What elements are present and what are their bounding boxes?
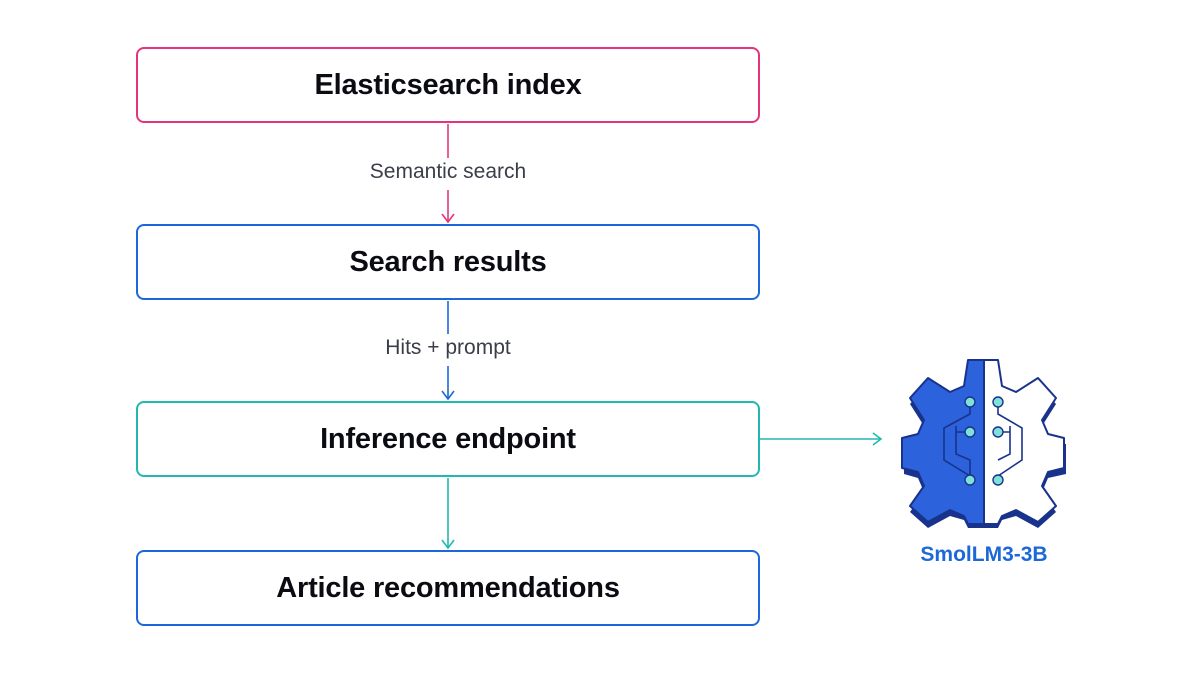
semantic-search-label: Semantic search <box>369 160 527 183</box>
gear-left-half <box>901 359 985 525</box>
model-name-label: SmolLM3-3B <box>920 543 1048 566</box>
arrowhead-es-to-results <box>441 213 455 224</box>
article-recommendations-label: Article recommendations <box>276 571 620 604</box>
inference-endpoint-node: Inference endpoint <box>136 401 760 477</box>
gear-right-half <box>983 359 1065 525</box>
search-results-label: Search results <box>349 245 547 278</box>
elasticsearch-index-node: Elasticsearch index <box>136 47 760 123</box>
arrowhead-inference-to-articles <box>441 539 455 550</box>
gear-brain-circuit-icon <box>901 359 1066 528</box>
arrowhead-results-to-inference <box>441 390 455 401</box>
arrowhead-inference-to-model <box>872 432 883 446</box>
circuit-node-dot <box>964 426 976 438</box>
circuit-node-dot <box>992 426 1004 438</box>
search-results-node: Search results <box>136 224 760 300</box>
circuit-node-dot <box>964 396 976 408</box>
circuit-node-dot <box>992 474 1004 486</box>
article-recommendations-node: Article recommendations <box>136 550 760 626</box>
elasticsearch-index-label: Elasticsearch index <box>314 68 582 101</box>
inference-endpoint-label: Inference endpoint <box>320 422 576 455</box>
circuit-node-dot <box>992 396 1004 408</box>
hits-prompt-label: Hits + prompt <box>385 336 511 359</box>
circuit-node-dot <box>964 474 976 486</box>
